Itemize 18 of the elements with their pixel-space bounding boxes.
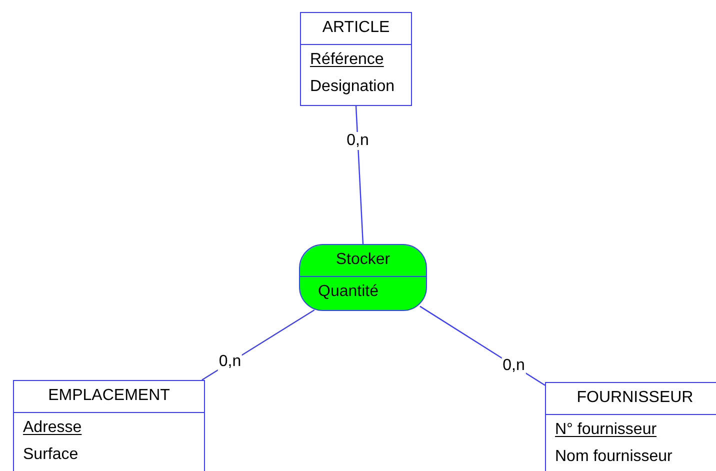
entity-title: FOURNISSEUR [546, 383, 716, 415]
entity-box [545, 382, 716, 471]
attribute-text: Quantité [318, 282, 378, 302]
cardinality-label: 0,n [218, 353, 242, 372]
cardinality-label: 0,n [346, 132, 370, 150]
identifier-attribute: Adresse [23, 418, 82, 438]
attribute-text: Designation [310, 77, 394, 97]
cardinality-label: 0,n [502, 356, 526, 375]
identifier-attribute: Référence [310, 50, 384, 70]
entity-title: EMPLACEMENT [14, 381, 204, 413]
entity-box [300, 12, 412, 106]
attribute-text: Nom fournisseur [555, 447, 672, 467]
association-box [299, 244, 427, 311]
entity-title: ARTICLE [301, 13, 411, 45]
association-title: Stocker [300, 245, 426, 277]
identifier-attribute: N° fournisseur [555, 420, 657, 440]
entity-box [13, 380, 205, 471]
attribute-text: Surface [23, 445, 78, 465]
